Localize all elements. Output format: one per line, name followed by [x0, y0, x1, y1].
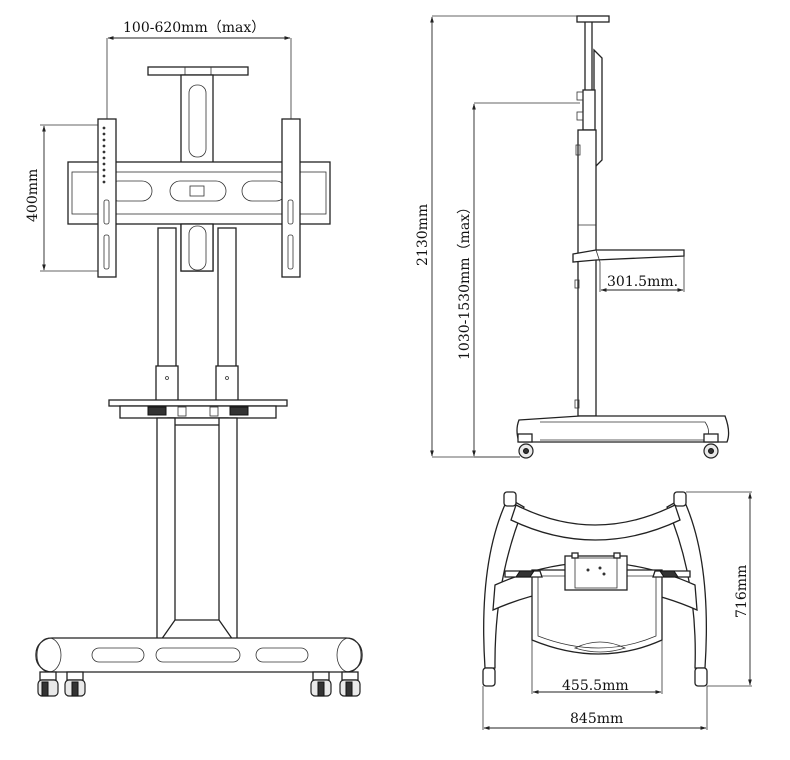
side-view [430, 15, 730, 459]
base-depth-label: 716mm [734, 565, 750, 618]
front-view [35, 36, 363, 697]
shelf-depth-label: 301.5mm. [607, 274, 678, 290]
base-width-label: 845mm [570, 711, 623, 727]
adjust-height-label: 1030-1530mm（max） [457, 200, 473, 360]
vesa-width-label: 100-620mm（max） [123, 20, 265, 36]
base-inner-width-label: 455.5mm [562, 678, 629, 694]
total-height-label: 2130mm [415, 204, 431, 266]
vesa-height-label: 400mm [25, 169, 41, 222]
top-view [482, 491, 752, 730]
